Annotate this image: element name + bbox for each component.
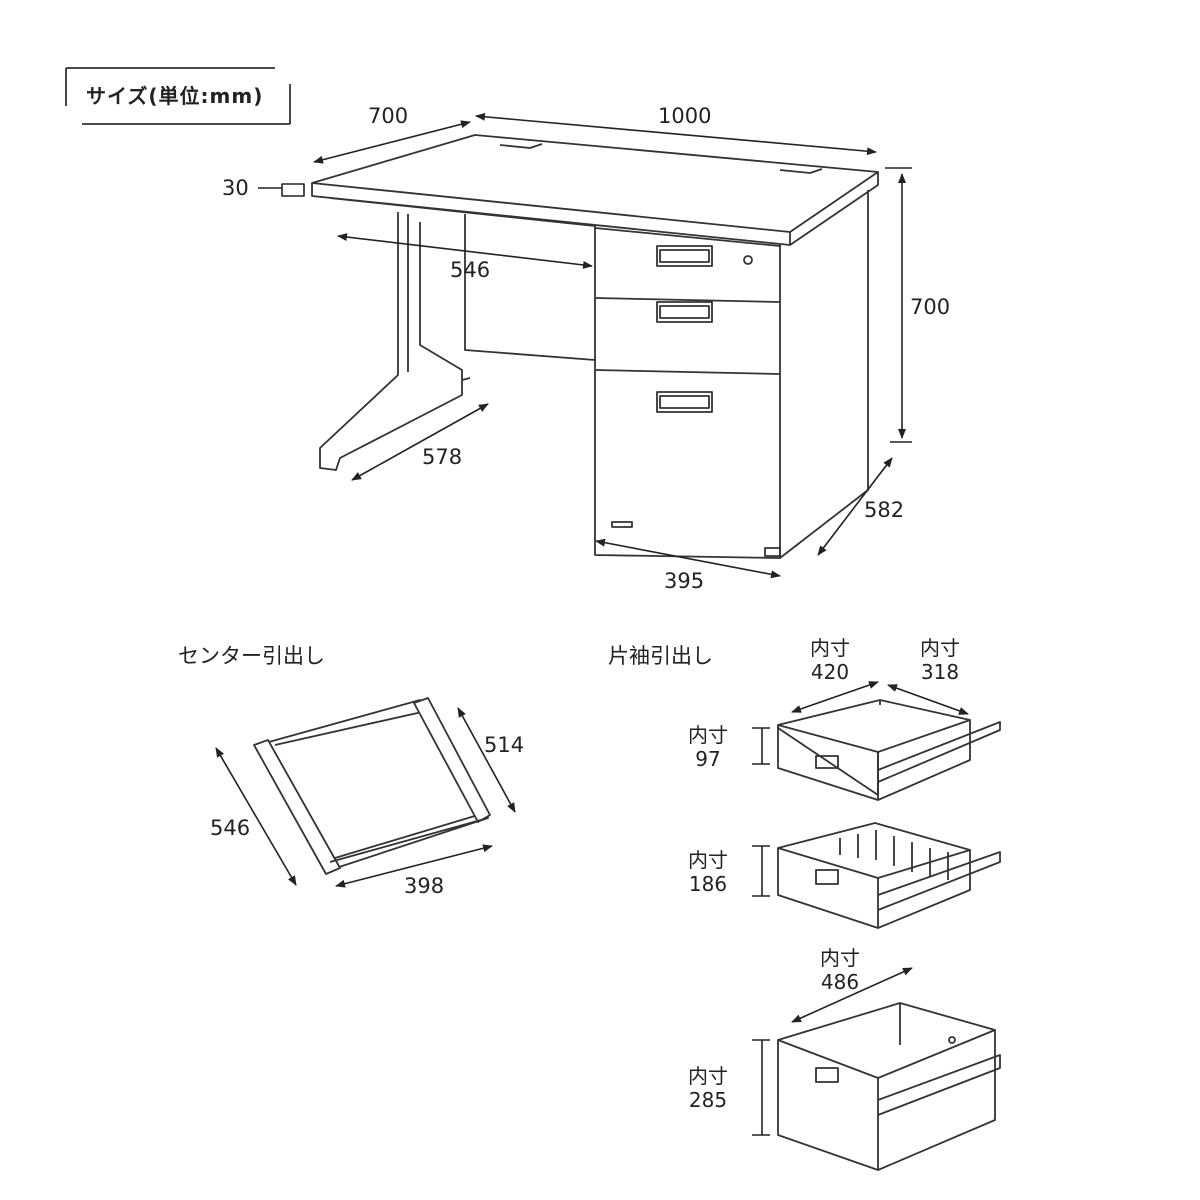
pedestal-width-label: 395 — [664, 569, 705, 593]
leg-depth-label: 578 — [422, 445, 463, 469]
inner-label: 内寸 — [688, 1064, 728, 1088]
inner-label: 内寸 — [920, 636, 960, 660]
side-drawer-inner-depth: 内寸 318 — [910, 636, 970, 684]
center-drawer-width-dim-label: 398 — [404, 874, 445, 898]
side-drawer-heading: 片袖引出し — [608, 644, 713, 668]
desk-height-label: 700 — [910, 295, 951, 319]
desk-width-label: 1000 — [658, 104, 712, 128]
pedestal-depth-label: 582 — [864, 498, 905, 522]
bottom-drawer-inner-height: 内寸 285 — [678, 1064, 738, 1112]
center-drawer-dimension-lines — [215, 707, 516, 888]
top-drawer-height-value: 97 — [695, 747, 721, 771]
desk-top-thickness-label: 30 — [222, 176, 249, 200]
center-drawer-width-label: 546 — [450, 258, 491, 282]
inner-label: 内寸 — [810, 636, 850, 660]
bottom-side-drawer — [777, 1002, 1001, 1171]
desk-illustration — [311, 134, 879, 559]
inner-label: 内寸 — [688, 848, 728, 872]
inner-label: 内寸 — [688, 723, 728, 747]
bottom-drawer-depth-value: 486 — [820, 970, 860, 994]
middle-drawer-inner-height: 内寸 186 — [678, 848, 738, 896]
desk-depth-label: 700 — [368, 104, 409, 128]
desk-dimension-lines — [258, 112, 912, 579]
bottom-drawer-inner-depth: 内寸 486 — [810, 946, 870, 994]
side-drawer-inner-width: 内寸 420 — [800, 636, 860, 684]
diagram-title: サイズ(単位:mm) — [86, 84, 264, 108]
side-drawer-dimension-lines — [752, 681, 969, 1136]
middle-side-drawer — [777, 822, 1001, 929]
inner-depth-value: 318 — [920, 660, 960, 684]
inner-width-value: 420 — [810, 660, 850, 684]
bottom-drawer-height-value: 285 — [688, 1088, 728, 1112]
center-drawer-heading: センター引出し — [178, 644, 325, 668]
title-frame — [65, 67, 291, 125]
inner-label: 内寸 — [820, 946, 860, 970]
center-drawer-side-label: 514 — [484, 733, 525, 757]
middle-drawer-height-value: 186 — [688, 872, 728, 896]
top-drawer-inner-height: 内寸 97 — [678, 723, 738, 771]
center-drawer-depth-label: 546 — [210, 816, 251, 840]
center-drawer-illustration — [253, 697, 491, 875]
top-side-drawer — [777, 699, 1001, 801]
